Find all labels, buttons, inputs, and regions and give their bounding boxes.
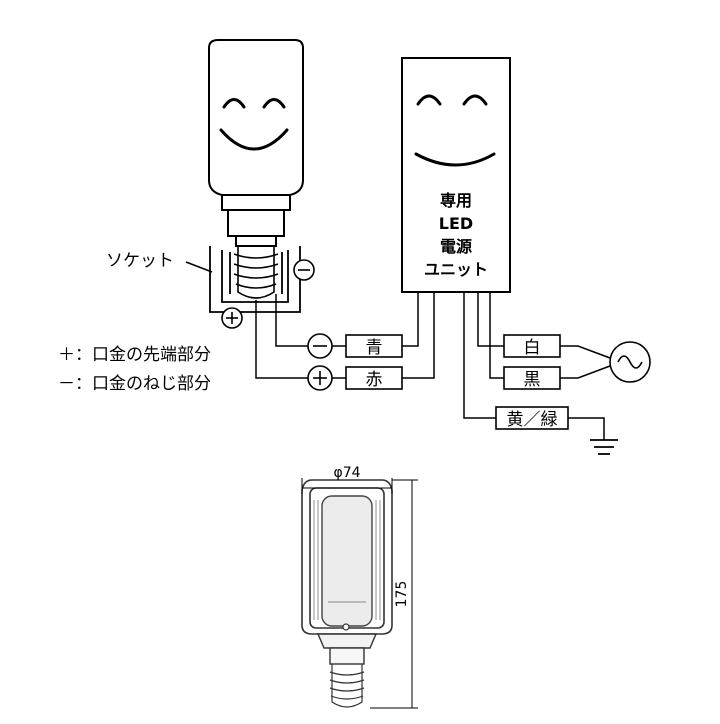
wire-minus-circle	[307, 333, 333, 359]
socket-label: ソケット	[106, 251, 174, 271]
svg-text:赤: 赤	[366, 370, 383, 390]
wire-plus-circle	[307, 365, 333, 391]
terminal-plus	[221, 307, 243, 329]
power-unit: 専用 LED 電源 ユニット	[401, 57, 511, 293]
terminal-minus	[293, 259, 315, 281]
wires	[255, 292, 611, 440]
socket	[209, 246, 301, 313]
unit-label-line-4: ユニット	[424, 260, 488, 279]
note-plus: ＋：口金の先端部分	[58, 345, 211, 365]
svg-text:青: 青	[366, 338, 383, 358]
wire-white: 白	[503, 334, 561, 358]
unit-label-line-2: LED	[439, 214, 473, 233]
dimension-height: 175	[370, 479, 418, 709]
unit-label-line-1: 専用	[440, 191, 472, 210]
screw-base	[233, 246, 279, 299]
note-minus: －：口金のねじ部分	[58, 374, 211, 394]
svg-text:白: 白	[524, 338, 541, 358]
dimension-diameter: φ74	[301, 465, 393, 494]
wire-black: 黒	[503, 366, 561, 390]
wire-yellow-green: 黄／緑	[495, 406, 569, 430]
product-drawing	[301, 479, 393, 708]
led-bulb	[208, 39, 304, 247]
svg-text:175: 175	[394, 581, 410, 608]
svg-text:黄／緑: 黄／緑	[507, 410, 558, 430]
svg-text:φ74: φ74	[333, 465, 360, 481]
ac-source-icon	[609, 341, 651, 383]
unit-label-line-3: 電源	[440, 237, 472, 256]
ground-icon	[590, 439, 618, 455]
svg-text:黒: 黒	[524, 370, 541, 390]
wire-red: 赤	[345, 366, 403, 390]
bulb-face	[219, 98, 289, 151]
wire-blue: 青	[345, 334, 403, 358]
